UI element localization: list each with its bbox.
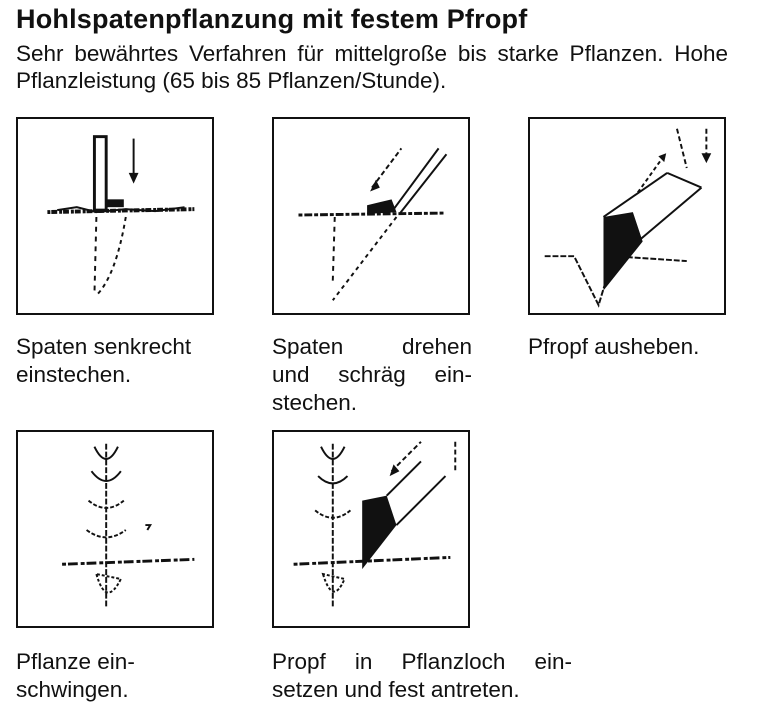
- page-title: Hohlspatenpflanzung mit festem Pfropf: [16, 4, 528, 34]
- caption-line: und schräg ein-: [272, 362, 472, 387]
- step-1-illustration: [16, 117, 214, 315]
- vertical-spade-drawing: [47, 135, 195, 297]
- plant-swing-drawing: [62, 443, 195, 607]
- intro-paragraph: Sehr bewährtes Verfahren für mittelgroße…: [16, 41, 728, 93]
- step-2-illustration: [272, 117, 470, 315]
- step-5-illustration: [272, 430, 470, 628]
- step-1-caption: Spaten senkrecht einstechen.: [16, 333, 216, 389]
- step-5-caption: Propf in Pflanzloch ein- setzen und fest…: [272, 648, 572, 704]
- caption-line: Spaten drehen: [272, 334, 472, 359]
- caption-line: schwingen.: [16, 677, 129, 702]
- caption-line: Pflanze ein-: [16, 649, 135, 674]
- angled-spade-drawing: [298, 147, 448, 301]
- lift-plug-drawing: [544, 128, 712, 308]
- caption-line: stechen.: [272, 390, 358, 415]
- step-4-illustration: [16, 430, 214, 628]
- caption-line: einstechen.: [16, 362, 132, 387]
- step-4-caption: Pflanze ein- schwingen.: [16, 648, 216, 704]
- caption-line: Propf in Pflanzloch ein-: [272, 649, 572, 674]
- caption-line: Pfropf ausheben.: [528, 334, 700, 359]
- caption-line: Spaten senkrecht: [16, 334, 192, 359]
- caption-line: setzen und fest antreten.: [272, 677, 520, 702]
- step-2-caption: Spaten drehen und schräg ein- stechen.: [272, 333, 472, 417]
- step-3-illustration: [528, 117, 726, 315]
- insert-plug-drawing: [293, 441, 457, 609]
- step-3-caption: Pfropf ausheben.: [528, 333, 738, 361]
